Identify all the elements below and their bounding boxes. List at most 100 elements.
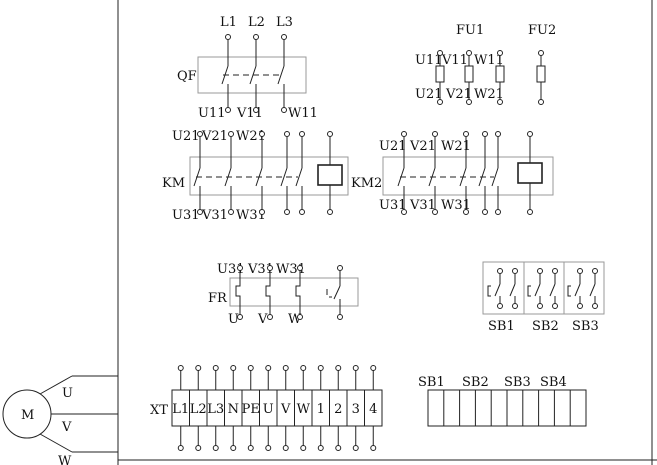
fu1-label: FU1 — [456, 23, 484, 38]
xt-terminal-point — [282, 445, 289, 451]
fr-bottom-v: V — [257, 312, 268, 327]
fr-top-v31: V31 — [247, 262, 274, 277]
qf-breaker: QF L1 L2 L3 U11 V11 W11 — [177, 15, 318, 121]
xt-terminal-l1: L1 — [172, 402, 189, 417]
xt-terminal-v: V — [280, 402, 291, 417]
km-top-w21: W21 — [236, 129, 266, 144]
xt-terminal-n: N — [228, 402, 239, 417]
qf-enclosure — [197, 56, 307, 94]
qf-bottom-w11: W11 — [288, 106, 318, 121]
qf-bottom-u11: U11 — [198, 106, 226, 121]
xt-terminal-point — [230, 445, 237, 451]
xt-terminal-point — [247, 445, 254, 451]
fu1-top-w11: W11 — [474, 53, 504, 68]
xt-terminal-point — [265, 365, 272, 371]
xt-terminal-point — [230, 365, 237, 371]
motor-phase-v: V — [61, 420, 72, 435]
sb1-label: SB1 — [488, 319, 515, 334]
xt-terminal-point — [370, 365, 377, 371]
fr-bottom-u: U — [228, 312, 239, 327]
xt-terminal-point — [195, 365, 202, 371]
km2-bottom-w31: W31 — [441, 198, 471, 213]
xt-terminal-pe: PE — [242, 402, 260, 417]
xt-terminal-point — [247, 365, 254, 371]
fr-enclosure — [229, 277, 359, 307]
km2-enclosure — [382, 156, 554, 196]
xt-label: XT — [150, 403, 168, 418]
km-contacts — [193, 131, 343, 215]
xt-terminal-point — [300, 445, 307, 451]
fu1-fuses: FU1 U11 V11 W11 U21 V21 W21 — [415, 23, 505, 105]
fu1-bottom-v21: V21 — [445, 87, 472, 102]
xt-terminal-l3: L3 — [207, 402, 224, 417]
km2-top-v21: V21 — [409, 139, 436, 154]
bb-cells — [443, 390, 571, 426]
km-bottom-w31: W31 — [236, 208, 266, 223]
km2-bottom-u31: U31 — [379, 198, 407, 213]
km2-contactor: KM2 U21 V21 W21 U31 V31 W31 — [351, 131, 554, 215]
km2-top-u21: U21 — [379, 139, 407, 154]
xt-terminal-point — [300, 365, 307, 371]
xt-terminal-point — [317, 365, 324, 371]
km-enclosure — [189, 156, 349, 196]
bb-sb1-label: SB1 — [418, 375, 445, 390]
km-label: KM — [162, 176, 185, 191]
xt-terminal-point — [212, 365, 219, 371]
xt-terminal-2: 2 — [334, 402, 342, 417]
sb2-label: SB2 — [532, 319, 559, 334]
qf-top-l1: L1 — [220, 15, 237, 30]
qf-top-l2: L2 — [248, 15, 265, 30]
xt-terminal-point — [212, 445, 219, 451]
bb-sb3-label: SB3 — [504, 375, 531, 390]
xt-terminal-u: U — [263, 402, 274, 417]
button-box: SB1 SB2 SB3 SB4 — [418, 375, 587, 427]
fr-label: FR — [208, 291, 228, 306]
xt-terminal-point — [177, 445, 184, 451]
fu1-bottom-u21: U21 — [415, 87, 443, 102]
sb2-enclosure — [523, 261, 565, 315]
xt-terminal-point — [177, 365, 184, 371]
fr-top-u31: U31 — [217, 262, 245, 277]
km-top-u21: U21 — [172, 129, 200, 144]
xt-terminal-point — [352, 445, 359, 451]
xt-terminal-point — [335, 365, 342, 371]
km-bottom-u31: U31 — [172, 208, 200, 223]
xt-terminal-point — [265, 445, 272, 451]
xt-terminal-w: W — [297, 402, 311, 417]
xt-terminal-4: 4 — [369, 402, 377, 417]
sb3-enclosure — [563, 261, 605, 315]
km-contactor: KM U21 V21 W21 U31 V31 W31 — [162, 129, 349, 223]
fr-contacts — [235, 265, 343, 320]
sb-contacts — [487, 268, 598, 309]
qf-top-l3: L3 — [276, 15, 293, 30]
bb-sb2-label: SB2 — [462, 375, 489, 390]
fu2-label: FU2 — [528, 23, 556, 38]
qf-bottom-v11: V11 — [236, 106, 263, 121]
motor-phase-u: U — [62, 386, 73, 401]
fr-relay: FR U31 V31 W31 U V W — [208, 262, 359, 327]
xt-terminal-l2: L2 — [190, 402, 207, 417]
km-top-v21: V21 — [201, 129, 228, 144]
km2-bottom-v31: V31 — [409, 198, 436, 213]
km2-top-w21: W21 — [441, 139, 471, 154]
xt-terminal-1: 1 — [317, 402, 325, 417]
bb-sb4-label: SB4 — [540, 375, 567, 390]
motor: M U V W — [2, 375, 118, 465]
km-bottom-v31: V31 — [201, 208, 228, 223]
fu2-fuse: FU2 — [528, 23, 556, 105]
xt-terminal-point — [317, 445, 324, 451]
qf-contacts — [221, 34, 287, 113]
xt-terminal-3: 3 — [352, 402, 360, 417]
motor-label: M — [21, 408, 34, 423]
fu1-top-v11: V11 — [441, 53, 468, 68]
pushbutton-group: SB1 SB2 SB3 — [482, 261, 605, 334]
km2-label: KM2 — [351, 176, 382, 191]
xt-terminal-point — [195, 445, 202, 451]
xt-terminal-point — [335, 445, 342, 451]
xt-terminal-point — [370, 445, 377, 451]
xt-terminal-point — [352, 365, 359, 371]
sb3-label: SB3 — [572, 319, 599, 334]
